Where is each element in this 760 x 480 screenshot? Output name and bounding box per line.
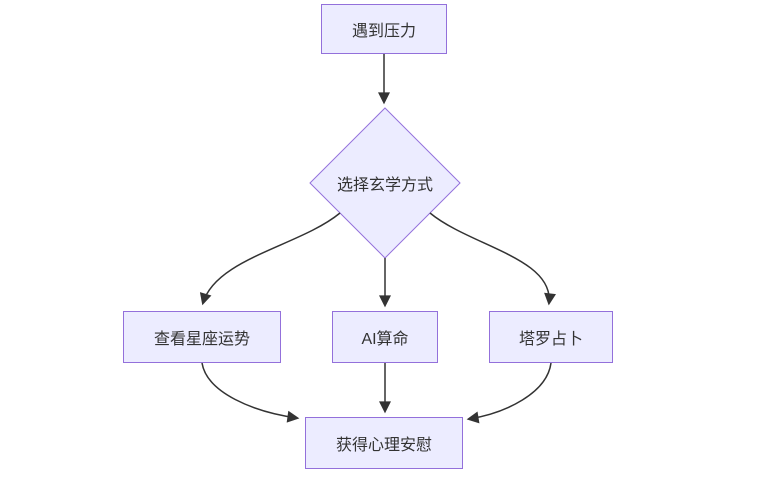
node-label: 查看星座运势 [153, 331, 250, 348]
node-label: 塔罗占卜 [518, 331, 583, 348]
edge-c-f [201, 362, 300, 423]
edge-b-c [199, 212, 341, 306]
node-ai-fortune-telling: AI算命 [332, 311, 438, 363]
edge-b-e [429, 212, 557, 306]
node-label: 获得心理安慰 [335, 437, 432, 454]
node-label: 遇到压力 [351, 23, 416, 40]
node-tarot-divination: 塔罗占卜 [489, 311, 613, 363]
node-label: AI算命 [361, 331, 409, 348]
node-label: 选择玄学方式 [336, 177, 433, 194]
node-encounter-pressure: 遇到压力 [321, 4, 447, 54]
edge-e-f [466, 362, 552, 424]
node-psychological-comfort: 获得心理安慰 [305, 417, 463, 469]
node-choose-metaphysical-method: 选择玄学方式 [310, 159, 460, 207]
node-check-horoscope: 查看星座运势 [123, 311, 281, 363]
